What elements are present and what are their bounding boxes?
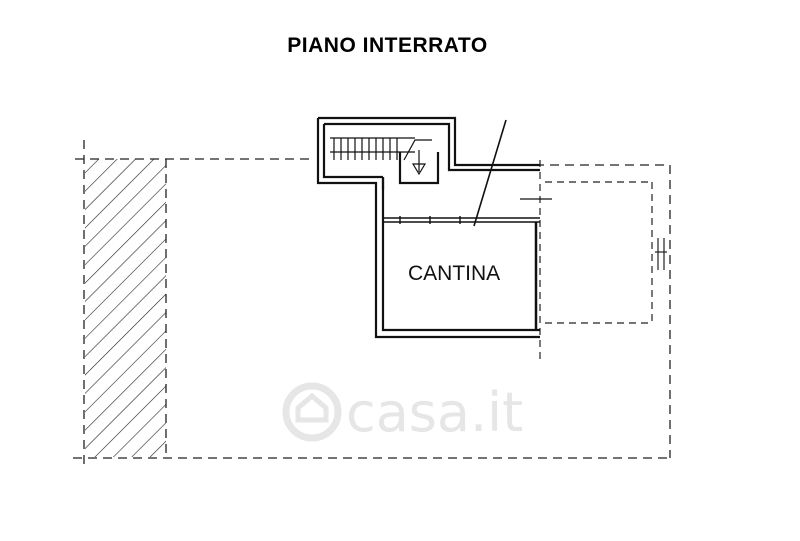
staircase — [330, 137, 432, 176]
watermark-text: casa.it — [346, 381, 523, 444]
partition-wall — [383, 216, 540, 330]
section-cut-line — [473, 119, 507, 227]
plan-title: PIANO INTERRATO — [287, 34, 488, 57]
cellar-walls — [316, 116, 540, 339]
hatched-wall-section — [85, 159, 166, 457]
adjacent-outline — [539, 160, 653, 360]
room-label-cantina: CANTINA — [408, 262, 500, 285]
house-icon — [282, 382, 342, 442]
door-mark-right — [655, 238, 667, 270]
watermark: casa.it — [282, 381, 523, 444]
